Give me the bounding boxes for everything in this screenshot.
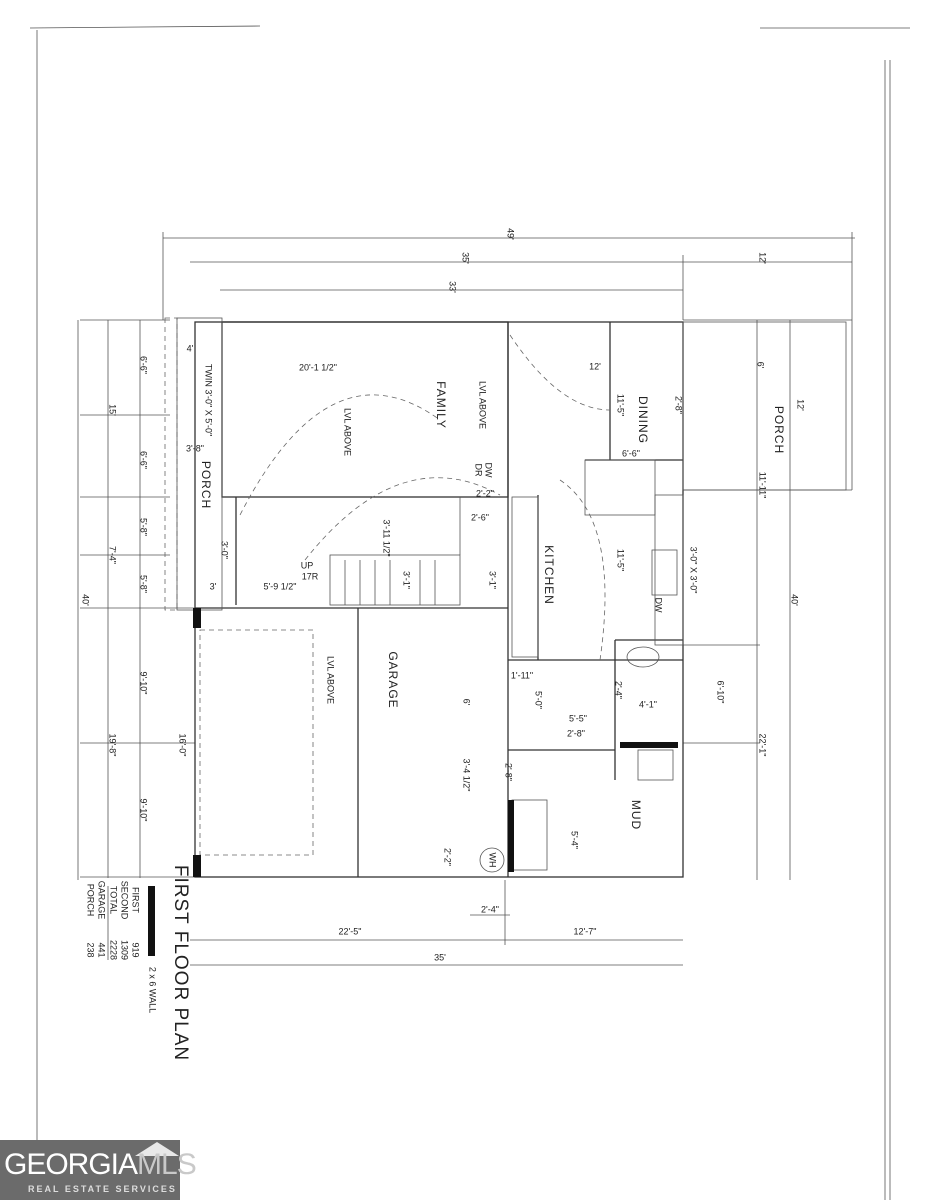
dim: 2'-8" [674, 396, 684, 414]
dim: 2'-4" [481, 904, 499, 914]
dim: 3'-8" [186, 443, 204, 453]
dim: 11'-5" [616, 394, 626, 416]
dim: 6'-6" [622, 448, 640, 458]
dim: 6'-6" [139, 356, 149, 374]
note-dr: DR [474, 464, 484, 477]
watermark-tagline: REAL ESTATE SERVICES [28, 1184, 177, 1194]
area-value: 441 [97, 942, 107, 957]
dim: 6' [462, 699, 472, 706]
dim: 2'-8" [504, 763, 514, 781]
dim: 12' [796, 399, 806, 411]
dim: 15' [108, 404, 118, 416]
dim: 6'-6" [139, 451, 149, 469]
dim-inner-width: 33' [448, 281, 458, 293]
area-label: PORCH [86, 884, 96, 917]
walls [164, 317, 847, 878]
dim: 5'-4" [570, 831, 580, 849]
dim: 20'-1 1/2" [299, 362, 337, 372]
note-dishwasher: DW [654, 598, 664, 613]
sheet-border [29, 25, 910, 1200]
dim: 2'-2" [476, 488, 494, 498]
dim: 40' [81, 594, 91, 606]
note-window-twin: TWIN 3'-0" X 5'-0" [204, 364, 214, 436]
dim: 11'-11" [758, 472, 768, 499]
note-lvl-above: LVL ABOVE [326, 656, 336, 704]
dim: 3'-1" [402, 571, 412, 589]
watermark-brand-a: GEORGIA [4, 1148, 138, 1181]
dim: 6'-10" [716, 681, 726, 704]
dim: 11'-5" [616, 549, 626, 571]
dim: 4'-1" [639, 699, 657, 709]
area-label: FIRST [131, 887, 141, 914]
room-dining: DINING [636, 396, 650, 444]
area-value: 1309 [120, 940, 130, 960]
dim: 4' [187, 343, 194, 353]
room-porch-front: PORCH [199, 461, 213, 509]
plan-title: FIRST FLOOR PLAN [170, 865, 191, 1061]
dim: 19'-8" [108, 734, 118, 757]
dim: 7'-4" [108, 546, 118, 564]
dim: 35' [434, 952, 446, 962]
roof-icon [135, 1142, 179, 1156]
area-value: 2228 [109, 940, 119, 960]
room-garage: GARAGE [386, 651, 400, 708]
watermark-brand: GEORGIAMLS [4, 1148, 197, 1181]
dim: 12'-7" [574, 926, 597, 936]
note-window-sink: 3'-0" X 3'-0" [689, 547, 699, 594]
dim-main-width: 35' [461, 252, 471, 264]
dim: 3' [210, 581, 217, 591]
wall-legend-swatches [148, 608, 678, 956]
area-label: GARAGE [97, 881, 107, 920]
dim: 5'-5" [569, 713, 587, 723]
note-water-heater: WH [488, 853, 498, 868]
note-lvl-above: LVL ABOVE [343, 408, 353, 456]
area-value: 919 [131, 942, 141, 957]
watermark-brand-b: MLS [137, 1148, 197, 1181]
dim: 2'-8" [567, 728, 585, 738]
dim: 9'-10" [139, 799, 149, 822]
note-dw: DW [484, 463, 494, 478]
dim: 6' [756, 362, 766, 369]
dim: 2'-6" [471, 512, 489, 522]
dim: 5'-8" [139, 575, 149, 593]
dim: 3'-0" [220, 541, 230, 559]
dim: 3'-1" [488, 571, 498, 589]
dim: 3'-4 1/2" [462, 759, 472, 792]
room-mud: MUD [629, 800, 643, 830]
room-family: FAMILY [434, 381, 448, 429]
dimension-lines [77, 232, 855, 966]
area-label: SECOND [120, 881, 130, 920]
dim: 5'-8" [139, 518, 149, 536]
dim: 2'-2" [443, 848, 453, 866]
dim: 2'-4" [614, 681, 624, 699]
dim: 12' [589, 361, 601, 371]
dim-porch-width: 12' [758, 252, 768, 264]
dim-overall-width: 49' [506, 228, 516, 240]
labels: 49' 35' 12' 33' FAMILY LVL ABOVE LVL ABO… [81, 228, 806, 1061]
dim: 22'-1" [758, 734, 768, 757]
dim: 9'-10" [139, 672, 149, 695]
area-table: FIRST 919 SECOND 1309 TOTAL 2228 GARAGE … [86, 881, 141, 960]
dim: 40' [790, 594, 800, 606]
dim: 16'-0" [178, 734, 188, 757]
area-label: TOTAL [109, 886, 119, 914]
note-risers: 17R [302, 571, 319, 581]
dim: 1'-11" [511, 670, 533, 680]
area-value: 238 [86, 942, 96, 957]
dim: 5'-0" [534, 691, 544, 709]
dim: 22'-5" [339, 926, 362, 936]
legend-wall-label: 2 x 6 WALL [148, 967, 158, 1013]
dim: 3'-11 1/2" [382, 519, 392, 556]
georgia-mls-watermark: GEORGIAMLS REAL ESTATE SERVICES [0, 1140, 197, 1200]
room-porch-side: PORCH [772, 406, 786, 454]
note-up: UP [301, 560, 314, 570]
dim: 5'-9 1/2" [264, 581, 297, 591]
room-kitchen: KITCHEN [542, 545, 556, 605]
note-lvl-above: LVL ABOVE [478, 381, 488, 429]
